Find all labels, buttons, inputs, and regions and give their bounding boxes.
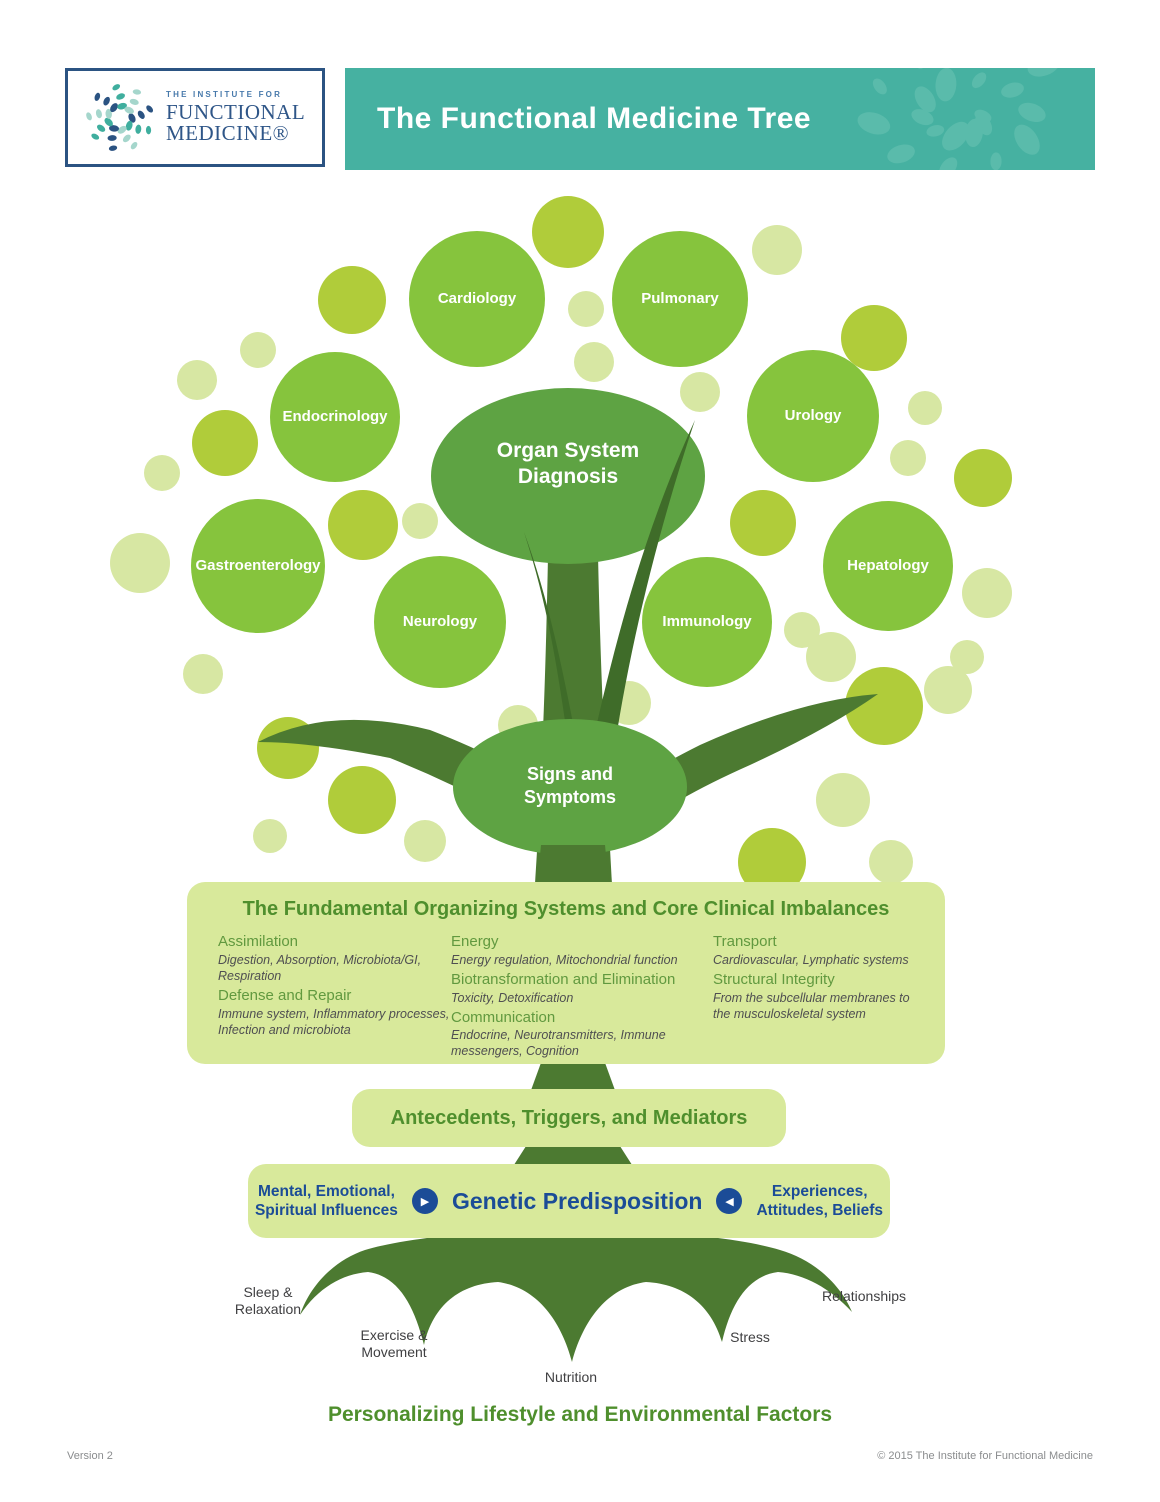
version-text: Version 2 xyxy=(67,1450,113,1462)
system-detail: From the subcellular membranes to the mu… xyxy=(713,990,910,1021)
logo-medicine-line: MEDICINE® xyxy=(166,121,290,145)
genetic-predisposition-bar: Mental, Emotional, Spiritual Influences … xyxy=(248,1164,890,1238)
fundamental-systems-title: The Fundamental Organizing Systems and C… xyxy=(242,898,890,920)
circle-immunology: Immunology xyxy=(642,557,772,687)
organ-system-diagnosis-label: Organ System Diagnosis xyxy=(496,439,640,489)
system-detail: Digestion, Absorption, Microbiota/GI, Re… xyxy=(218,952,422,983)
root-label-exercise-movement: Exercise & Movement xyxy=(360,1327,428,1361)
root-label-relationships: Relationships xyxy=(821,1288,907,1304)
trunk-segments xyxy=(512,845,634,1168)
fundamental-systems-panel: The Fundamental Organizing Systems and C… xyxy=(187,882,945,1064)
logo-functional-line: FUNCTIONAL xyxy=(166,100,306,124)
system-detail: Energy regulation, Mitochondrial functio… xyxy=(451,952,678,967)
circle-hepatology: Hepatology xyxy=(823,501,953,631)
signs-and-symptoms-label: Signs and Symptoms xyxy=(523,764,617,807)
antecedents-label: Antecedents, Triggers, and Mediators xyxy=(390,1106,748,1129)
root-label-stress: Stress xyxy=(730,1329,770,1345)
medium-leaf-dots xyxy=(192,196,1012,896)
root-label-nutrition: Nutrition xyxy=(544,1369,598,1385)
circle-endocrinology: Endocrinology xyxy=(270,352,400,482)
antecedents-bar: Antecedents, Triggers, and Mediators xyxy=(352,1089,786,1147)
ifm-logo: THE INSTITUTE FOR FUNCTIONAL MEDICINE® xyxy=(65,68,325,167)
systems-column-2: Energy Energy regulation, Mitochondrial … xyxy=(451,930,707,1059)
system-detail: Toxicity, Detoxification xyxy=(451,990,574,1005)
systems-column-3: Transport Cardiovascular, Lymphatic syst… xyxy=(713,930,928,1022)
experiences-attitudes-beliefs-label: Experiences, Attitudes, Beliefs xyxy=(756,1182,884,1219)
page-title: The Functional Medicine Tree xyxy=(377,102,812,135)
logo-institute-line: THE INSTITUTE FOR xyxy=(166,90,283,99)
genetic-predisposition-label: Genetic Predisposition xyxy=(451,1187,703,1214)
circle-pulmonary: Pulmonary xyxy=(612,231,748,367)
mental-emotional-spiritual-label: Mental, Emotional, Spiritual Influences xyxy=(254,1182,398,1219)
system-heading: Energy xyxy=(451,933,499,950)
root-label-sleep-relaxation: Sleep & Relaxation xyxy=(234,1284,302,1318)
roots xyxy=(300,1230,852,1362)
system-heading: Defense and Repair xyxy=(218,986,352,1004)
arrow-right-icon: ▶ xyxy=(411,1188,438,1214)
ifm-logo-text: THE INSTITUTE FOR FUNCTIONAL MEDICINE® xyxy=(166,91,305,144)
circle-neurology: Neurology xyxy=(374,556,506,688)
system-detail: Endocrine, Neurotransmitters, Immune mes… xyxy=(451,1028,666,1059)
system-detail: Cardiovascular, Lymphatic systems xyxy=(713,952,909,967)
ifm-swirl-icon xyxy=(86,83,154,151)
signs-symptoms-ellipse xyxy=(453,719,687,855)
personalizing-title: Personalizing Lifestyle and Environmenta… xyxy=(327,1403,833,1426)
circle-cardiology: Cardiology xyxy=(409,231,545,367)
system-heading: Assimilation xyxy=(218,933,299,950)
system-heading: Structural Integrity xyxy=(713,970,835,988)
system-detail: Immune system, Inflammatory processes, I… xyxy=(218,1006,450,1037)
copyright-text: © 2015 The Institute for Functional Medi… xyxy=(877,1450,1093,1462)
banner-dots-decoration xyxy=(857,68,1060,170)
system-heading: Transport xyxy=(713,933,777,950)
circle-urology: Urology xyxy=(747,350,879,482)
system-heading: Biotransformation and Elimination xyxy=(451,970,676,988)
systems-column-1: Assimilation Digestion, Absorption, Micr… xyxy=(218,930,450,1038)
circle-gastroenterology: Gastroenterology xyxy=(191,499,325,633)
organ-system-ellipse xyxy=(431,388,705,564)
title-banner: The Functional Medicine Tree xyxy=(345,68,1095,170)
system-heading: Communication xyxy=(451,1008,556,1026)
arrow-left-icon: ◀ xyxy=(716,1188,743,1214)
branch-sprigs xyxy=(524,420,695,780)
